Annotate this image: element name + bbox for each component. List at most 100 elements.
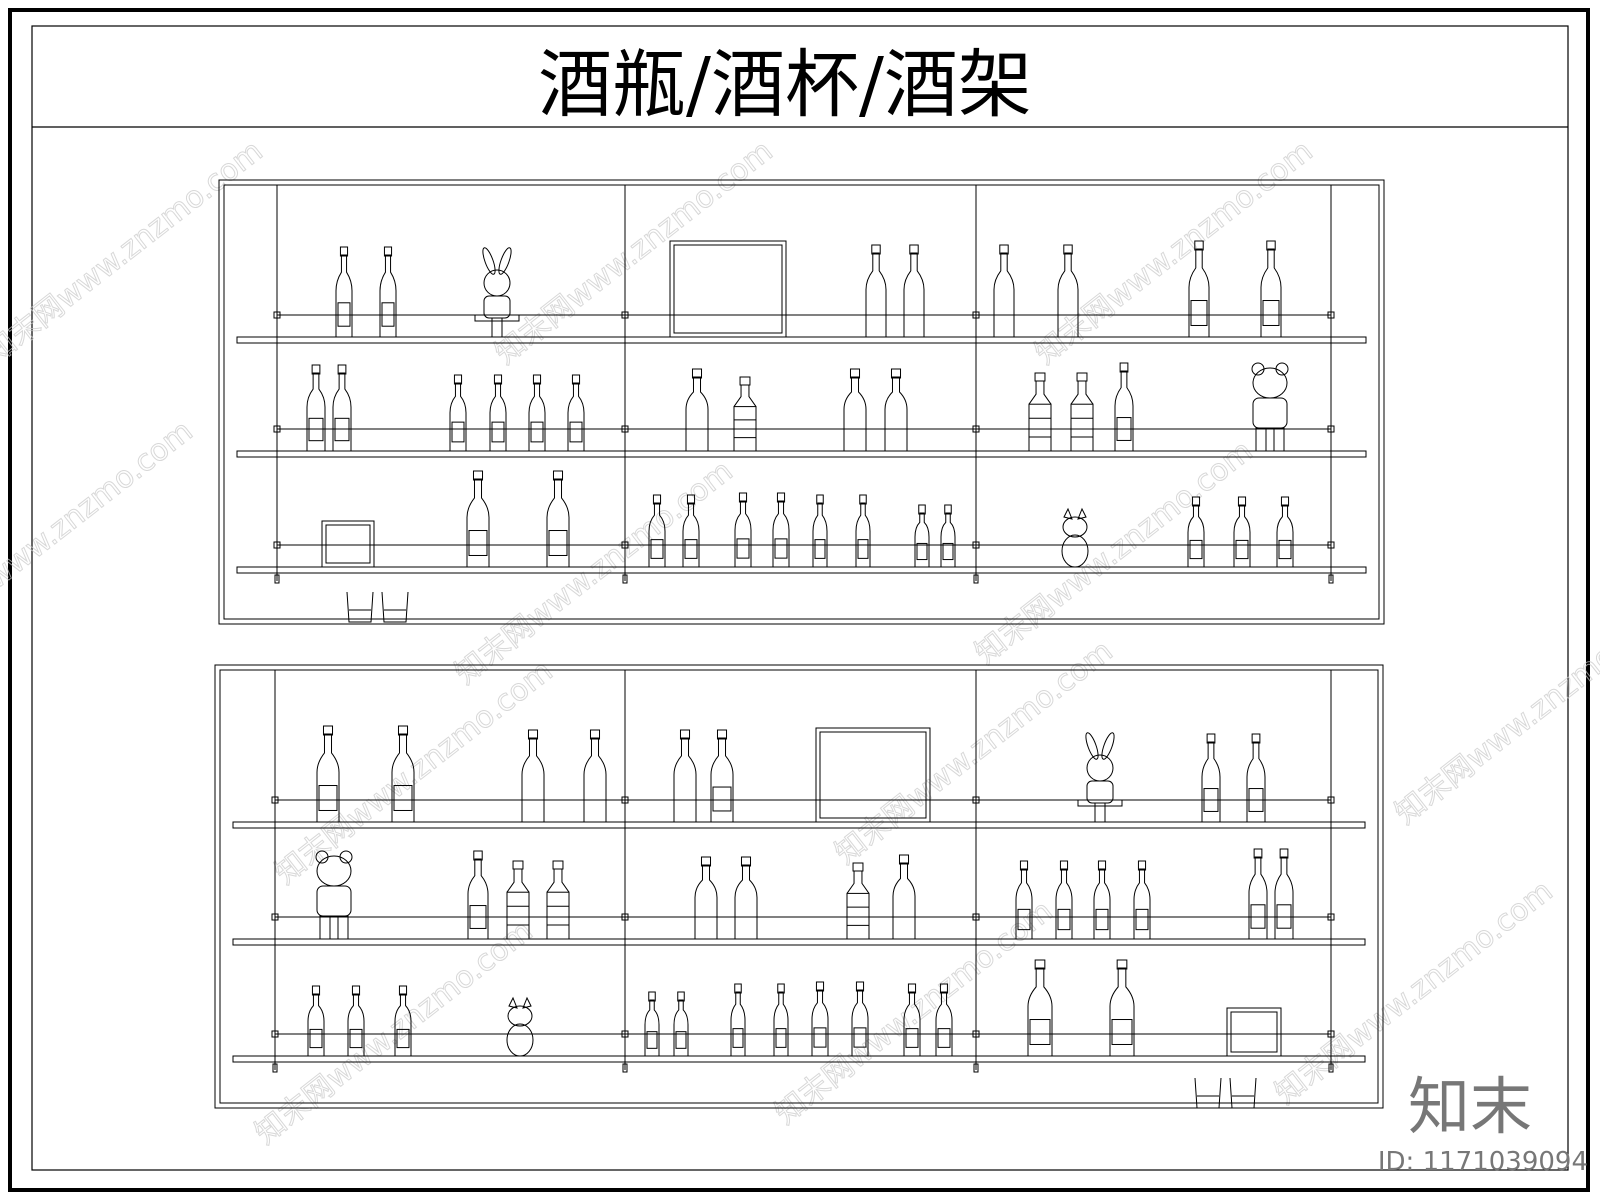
rail-clip xyxy=(621,1030,629,1038)
rod-end xyxy=(622,574,628,584)
shelf-elevation-top xyxy=(218,179,1385,625)
bottle-body xyxy=(733,406,757,452)
bottle-body xyxy=(506,891,530,940)
bear-body xyxy=(1252,397,1288,429)
watermark-text: 知末网www.znzmo.com xyxy=(0,134,270,372)
shelf-board xyxy=(232,1055,1366,1063)
bottle-body xyxy=(1188,248,1210,338)
bottle-body xyxy=(694,864,718,940)
bottle-body xyxy=(1246,741,1266,823)
bear-ear xyxy=(1275,362,1289,376)
watermark-text: 知末网www.znzmo.com xyxy=(489,134,780,372)
bottle-body xyxy=(1055,868,1073,940)
wine-bottle xyxy=(449,374,467,452)
wine-bottle xyxy=(391,725,415,823)
bottle-label xyxy=(337,302,351,327)
bottle-label xyxy=(491,421,505,443)
bottle-cap xyxy=(871,244,881,255)
bottle-cap xyxy=(1034,959,1046,970)
wine-bottle xyxy=(1201,733,1221,823)
bottle-label xyxy=(468,530,488,556)
rocks-glass xyxy=(1194,1077,1222,1109)
bottle-label xyxy=(684,539,698,559)
dog-head xyxy=(1062,516,1088,538)
bottle-body xyxy=(903,991,921,1057)
wine-bottle xyxy=(466,470,490,568)
bottle-cap xyxy=(777,983,785,994)
rail-clip xyxy=(1327,1030,1335,1038)
bottle-body xyxy=(583,737,607,823)
bottle-cap xyxy=(648,991,656,1002)
watermark-text: 知末网www.znzmo.com xyxy=(249,914,540,1152)
bottle-cap xyxy=(512,860,524,870)
bottle-cap xyxy=(1237,496,1247,507)
bottle-body xyxy=(1109,967,1135,1057)
rail-clip xyxy=(621,425,629,433)
bear-leg xyxy=(1273,427,1285,452)
bottle-cap xyxy=(739,376,751,386)
bottle-body xyxy=(811,989,829,1057)
page-title: 酒瓶/酒杯/酒架 xyxy=(538,42,1032,128)
bottle-label xyxy=(775,1028,787,1048)
frame-inner xyxy=(673,244,783,334)
bottle-cap xyxy=(311,364,321,375)
bottle-body xyxy=(1133,868,1151,940)
bottle-cap xyxy=(738,492,748,503)
dog-figurine xyxy=(1061,507,1089,568)
whisky-bottle xyxy=(506,860,530,940)
bottle-label xyxy=(381,302,395,327)
bottle-body xyxy=(546,478,570,568)
bottle-label xyxy=(393,785,413,811)
bear-body xyxy=(316,885,352,917)
bottle-body xyxy=(846,892,870,940)
bottle-cap xyxy=(691,368,703,379)
bottle-cap xyxy=(1034,372,1046,382)
wine-bottle xyxy=(379,246,397,338)
whisky-bottle xyxy=(1028,372,1052,452)
wine-bottle xyxy=(914,504,930,568)
bottle-cap xyxy=(493,374,503,385)
bottle-cap xyxy=(1253,848,1263,859)
bottle-cap xyxy=(397,725,409,736)
bottle-label xyxy=(1276,904,1292,929)
rail-clip xyxy=(972,541,980,549)
wine-bottle xyxy=(734,856,758,940)
bottle-cap xyxy=(1119,362,1129,373)
frame-outer xyxy=(669,240,787,338)
rod-end xyxy=(1328,1063,1334,1073)
frame-inner xyxy=(819,731,927,819)
bottle-label xyxy=(1190,300,1208,326)
bottle-body xyxy=(935,991,953,1057)
bottle-cap xyxy=(855,981,865,992)
bottle-label xyxy=(712,786,732,812)
wine-bottle xyxy=(851,981,869,1057)
bottle-body xyxy=(1057,252,1079,338)
bottle-body xyxy=(528,382,546,452)
bottle-label xyxy=(650,539,664,559)
shelf-board xyxy=(236,566,1367,574)
wine-bottle xyxy=(1109,959,1135,1057)
wine-bottle xyxy=(1260,240,1282,338)
bottle-body xyxy=(391,733,415,823)
rocks-glass xyxy=(1229,1077,1257,1109)
bottle-body xyxy=(449,382,467,452)
bottle-body xyxy=(1274,856,1294,940)
dog-ear xyxy=(522,996,532,1009)
bottle-body xyxy=(466,478,490,568)
bear-ear xyxy=(339,850,353,864)
bottle-cap xyxy=(532,374,542,385)
bottle-body xyxy=(546,891,570,940)
shelf-board xyxy=(232,821,1366,829)
rabbit-figurine xyxy=(1077,732,1123,822)
bottle-cap xyxy=(700,856,712,867)
bottle-cap xyxy=(852,862,864,872)
rabbit-ear xyxy=(1085,732,1099,760)
bear-head xyxy=(1252,367,1288,399)
frame-outer xyxy=(321,520,375,568)
watermark-layer: 知末网www.znzmo.com 知末网www.znzmo.com 知末网www.z… xyxy=(0,133,1600,1152)
rod-end xyxy=(274,574,280,584)
bottle-body xyxy=(851,989,869,1057)
bottle-cap xyxy=(1059,860,1069,871)
rail-clip xyxy=(621,796,629,804)
rabbit-body xyxy=(483,295,511,319)
